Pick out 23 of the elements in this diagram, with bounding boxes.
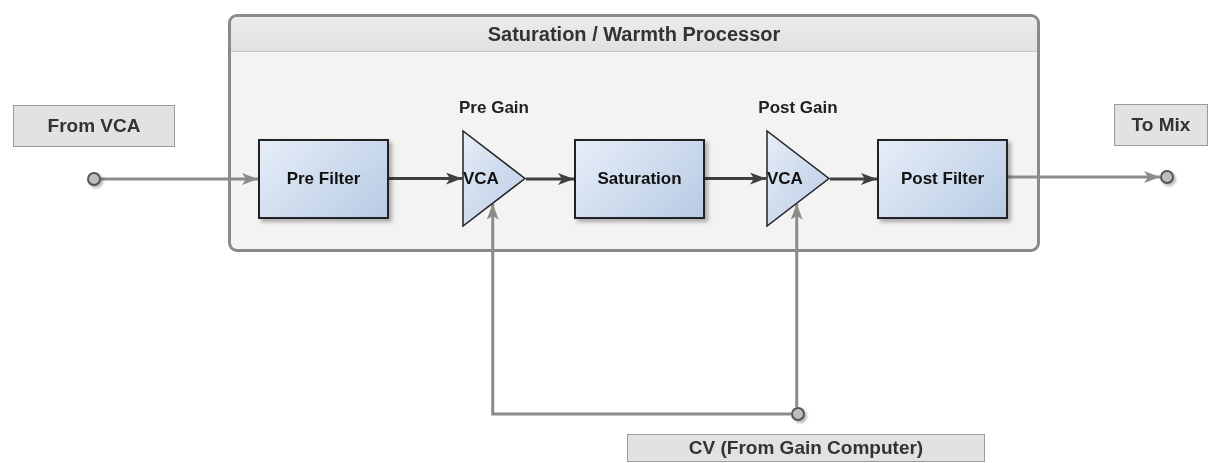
arrow [101, 173, 258, 185]
amplifier-triangle [462, 130, 526, 227]
gain-label: Post Gain [757, 98, 839, 118]
port-circle [791, 407, 805, 421]
port-circle [87, 172, 101, 186]
arrow [1008, 171, 1160, 183]
port-label: From VCA [13, 105, 175, 147]
port-label: CV (From Gain Computer) [627, 434, 985, 462]
arrow [790, 203, 803, 407]
panel-title: Saturation / Warmth Processor [231, 17, 1037, 52]
process-block: Post Filter [877, 139, 1008, 219]
process-block: Saturation [574, 139, 705, 219]
arrow [389, 172, 462, 185]
process-block: Pre Filter [258, 139, 389, 219]
gain-label: Pre Gain [458, 98, 530, 118]
port-circle [1160, 170, 1174, 184]
arrow [705, 172, 766, 185]
arrow [526, 173, 574, 185]
arrow [830, 173, 877, 185]
arrow [486, 203, 791, 416]
processor-panel [228, 14, 1040, 252]
port-label: To Mix [1114, 104, 1208, 146]
amplifier-triangle [766, 130, 830, 227]
